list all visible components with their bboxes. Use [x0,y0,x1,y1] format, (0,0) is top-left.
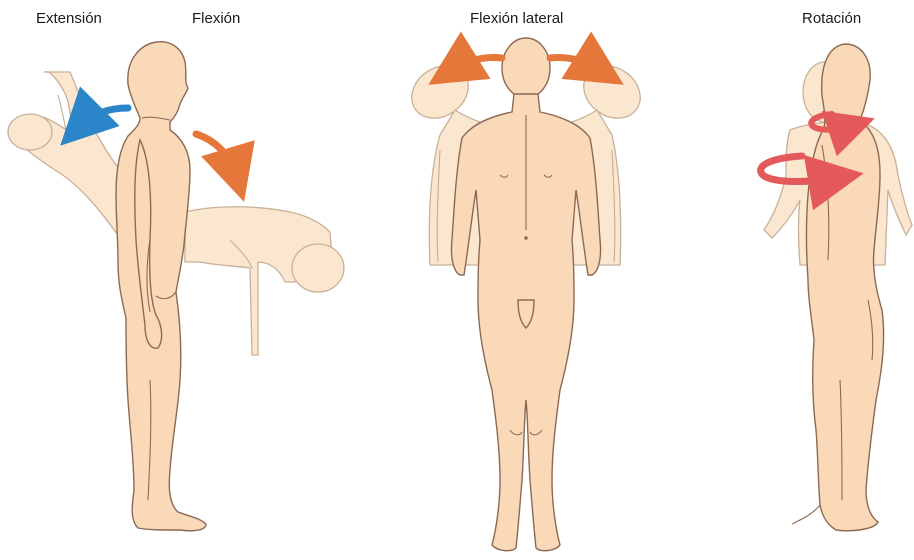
standing-body-front [451,38,600,551]
standing-body-side [116,42,206,531]
extension-arrow-icon [80,108,128,126]
lateral-flexion-right-arrow-icon [550,58,600,71]
flexion-ghost-body [185,207,344,355]
lateral-flexion-figure [402,38,651,551]
rotation-figure [761,44,912,531]
lateral-flexion-left-arrow-icon [452,58,502,71]
extension-flexion-figure [8,42,344,531]
extension-ghost-body [8,72,128,238]
flexion-arrow-icon [196,134,236,175]
standing-body-rotation [792,44,884,531]
